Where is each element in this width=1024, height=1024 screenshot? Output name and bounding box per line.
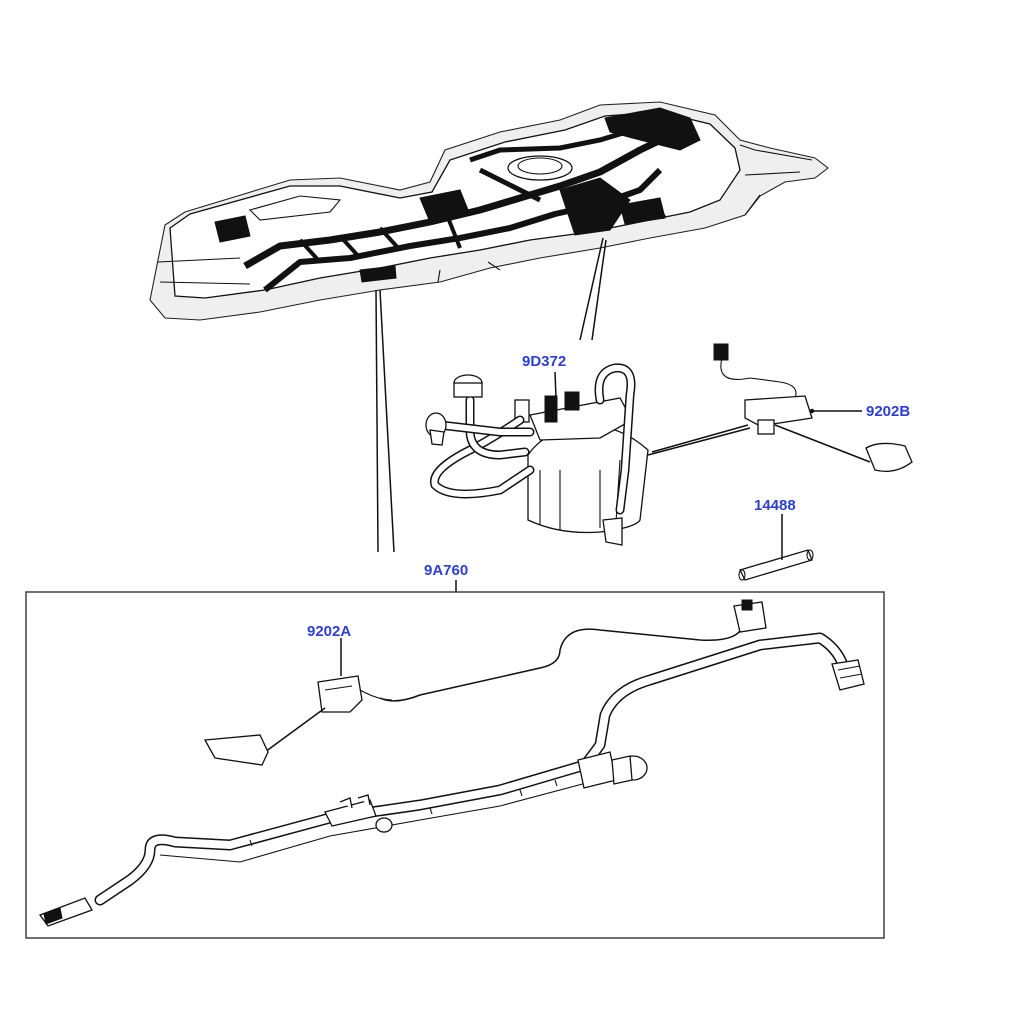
retaining-ring[interactable] [738, 549, 814, 581]
kit-contents-frame [25, 591, 885, 939]
callout-9d372[interactable]: 9D372 [522, 353, 566, 370]
fuel-line-assembly[interactable] [38, 632, 865, 927]
fuel-tank[interactable] [149, 101, 829, 321]
fuel-level-sender-a[interactable] [203, 675, 393, 766]
callout-9202a[interactable]: 9202A [307, 623, 351, 640]
callout-9202b[interactable]: 9202B [866, 403, 910, 420]
leader-dot-9202b [809, 408, 815, 414]
wiring-harness[interactable] [379, 599, 767, 702]
tank-leader-lines [375, 237, 607, 553]
leader-line-pump-to-sender [647, 424, 751, 456]
fuel-level-sender-b[interactable] [713, 343, 913, 473]
fuel-pump-module[interactable] [425, 363, 649, 546]
callout-9a760[interactable]: 9A760 [424, 562, 468, 579]
leader-line-9d372 [554, 371, 557, 399]
callout-14488[interactable]: 14488 [754, 497, 796, 514]
